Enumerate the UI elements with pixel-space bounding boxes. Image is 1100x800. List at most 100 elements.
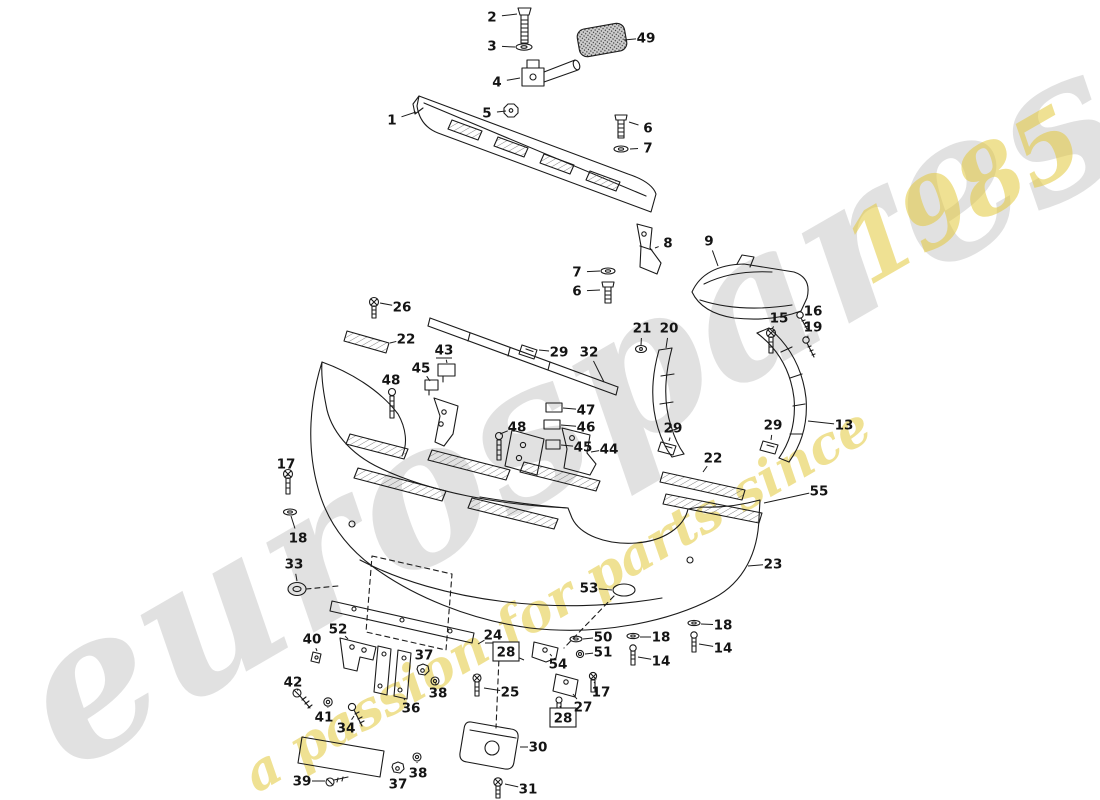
callout-leader-line bbox=[483, 687, 501, 691]
part-bracket-52 bbox=[339, 637, 377, 672]
part-callout-42[interactable]: 42 bbox=[284, 675, 303, 691]
part-callout-54[interactable]: 54 bbox=[549, 657, 568, 673]
part-callout-22[interactable]: 22 bbox=[397, 332, 416, 348]
callout-leader-line bbox=[770, 434, 773, 441]
part-callout-26[interactable]: 26 bbox=[393, 300, 412, 316]
part-callout-13[interactable]: 13 bbox=[835, 418, 854, 434]
part-callout-5[interactable]: 5 bbox=[482, 106, 491, 122]
part-callout-39[interactable]: 39 bbox=[293, 774, 312, 790]
callout-leader-line bbox=[623, 38, 637, 41]
part-callout-34[interactable]: 34 bbox=[337, 721, 356, 737]
part-callout-36[interactable]: 36 bbox=[402, 701, 421, 717]
part-callout-2[interactable]: 2 bbox=[487, 10, 496, 26]
part-callout-7[interactable]: 7 bbox=[643, 141, 652, 157]
part-callout-46[interactable]: 46 bbox=[577, 420, 596, 436]
part-washer-50 bbox=[569, 635, 583, 643]
part-callout-24[interactable]: 24 bbox=[484, 628, 503, 644]
part-callout-22[interactable]: 22 bbox=[704, 451, 723, 467]
callout-box bbox=[549, 707, 577, 728]
part-callout-38[interactable]: 38 bbox=[429, 686, 448, 702]
part-callout-14[interactable]: 14 bbox=[714, 641, 733, 657]
part-callout-1[interactable]: 1 bbox=[387, 113, 396, 129]
callout-leader-line bbox=[700, 623, 714, 626]
part-callout-51[interactable]: 51 bbox=[594, 645, 613, 661]
part-callout-25[interactable]: 25 bbox=[501, 685, 520, 701]
part-callout-44[interactable]: 44 bbox=[600, 442, 619, 458]
part-callout-33[interactable]: 33 bbox=[285, 557, 304, 573]
part-callout-30[interactable]: 30 bbox=[529, 740, 548, 756]
part-callout-20[interactable]: 20 bbox=[660, 321, 679, 337]
part-callout-23[interactable]: 23 bbox=[764, 557, 783, 573]
callout-leader-line bbox=[698, 643, 714, 647]
part-callout-47[interactable]: 47 bbox=[577, 403, 596, 419]
callout-leader-line bbox=[711, 250, 719, 267]
callout-leader-line bbox=[504, 783, 519, 788]
part-callout-45[interactable]: 45 bbox=[574, 440, 593, 456]
callout-leader-line bbox=[496, 110, 507, 113]
part-callout-55[interactable]: 55 bbox=[810, 484, 829, 500]
part-cap-49 bbox=[576, 22, 628, 58]
callout-leader-line bbox=[477, 639, 485, 645]
callout-leader-line bbox=[295, 573, 298, 582]
part-strap-13 bbox=[756, 327, 807, 463]
part-callout-48[interactable]: 48 bbox=[508, 420, 527, 436]
part-callout-37[interactable]: 37 bbox=[389, 777, 408, 793]
part-callout-48[interactable]: 48 bbox=[382, 373, 401, 389]
part-washer-41 bbox=[323, 697, 333, 707]
part-callout-32[interactable]: 32 bbox=[580, 345, 599, 361]
part-callout-31[interactable]: 31 bbox=[519, 782, 538, 798]
part-callout-18[interactable]: 18 bbox=[289, 531, 308, 547]
callout-leader-line bbox=[344, 635, 349, 640]
callout-leader-line bbox=[445, 359, 448, 364]
part-callout-53[interactable]: 53 bbox=[580, 581, 599, 597]
part-callout-4[interactable]: 4 bbox=[492, 75, 501, 91]
callout-leader-line bbox=[598, 588, 613, 591]
callout-leader-line bbox=[501, 13, 518, 17]
part-screw-31 bbox=[493, 777, 503, 799]
part-callout-17[interactable]: 17 bbox=[277, 457, 296, 473]
part-nut-51 bbox=[575, 649, 585, 659]
callout-leader-line bbox=[426, 375, 431, 382]
part-callout-45[interactable]: 45 bbox=[412, 361, 431, 377]
part-callout-18[interactable]: 18 bbox=[652, 630, 671, 646]
part-callout-9[interactable]: 9 bbox=[704, 234, 713, 250]
part-callout-28[interactable]: 28 bbox=[554, 711, 573, 727]
part-callout-6[interactable]: 6 bbox=[572, 284, 581, 300]
part-callout-16[interactable]: 16 bbox=[804, 304, 823, 320]
callout-leader-line bbox=[593, 360, 605, 383]
part-callout-41[interactable]: 41 bbox=[315, 710, 334, 726]
part-bolt-6-top bbox=[614, 114, 628, 139]
part-callout-38[interactable]: 38 bbox=[409, 766, 428, 782]
callout-leader-line bbox=[806, 335, 809, 339]
part-strip-22a bbox=[343, 330, 390, 354]
part-callout-40[interactable]: 40 bbox=[303, 632, 322, 648]
part-callout-6[interactable]: 6 bbox=[643, 121, 652, 137]
part-callout-29[interactable]: 29 bbox=[664, 421, 683, 437]
callout-leader-line bbox=[590, 450, 600, 453]
part-nut-37a bbox=[416, 663, 430, 676]
callout-leader-line bbox=[560, 444, 574, 447]
part-callout-3[interactable]: 3 bbox=[487, 39, 496, 55]
part-callout-28[interactable]: 28 bbox=[497, 645, 516, 661]
part-callout-8[interactable]: 8 bbox=[663, 236, 672, 252]
callout-leader-line bbox=[389, 340, 397, 344]
part-nut-5 bbox=[503, 103, 519, 118]
part-callout-50[interactable]: 50 bbox=[594, 630, 613, 646]
part-callout-29[interactable]: 29 bbox=[764, 418, 783, 434]
part-callout-21[interactable]: 21 bbox=[633, 321, 652, 337]
part-screw-17a bbox=[282, 468, 294, 495]
callout-leader-line bbox=[628, 121, 639, 126]
part-callout-19[interactable]: 19 bbox=[804, 320, 823, 336]
part-callout-37[interactable]: 37 bbox=[415, 648, 434, 664]
part-callout-49[interactable]: 49 bbox=[637, 31, 656, 47]
part-callout-14[interactable]: 14 bbox=[652, 654, 671, 670]
part-callout-17[interactable]: 17 bbox=[592, 685, 611, 701]
part-callout-43[interactable]: 43 bbox=[435, 343, 454, 359]
part-callout-52[interactable]: 52 bbox=[329, 622, 348, 638]
part-bracket-27 bbox=[552, 673, 579, 698]
part-callout-7[interactable]: 7 bbox=[572, 265, 581, 281]
part-callout-15[interactable]: 15 bbox=[770, 311, 789, 327]
part-callout-27[interactable]: 27 bbox=[574, 700, 593, 716]
part-callout-18[interactable]: 18 bbox=[714, 618, 733, 634]
part-callout-29[interactable]: 29 bbox=[550, 345, 569, 361]
